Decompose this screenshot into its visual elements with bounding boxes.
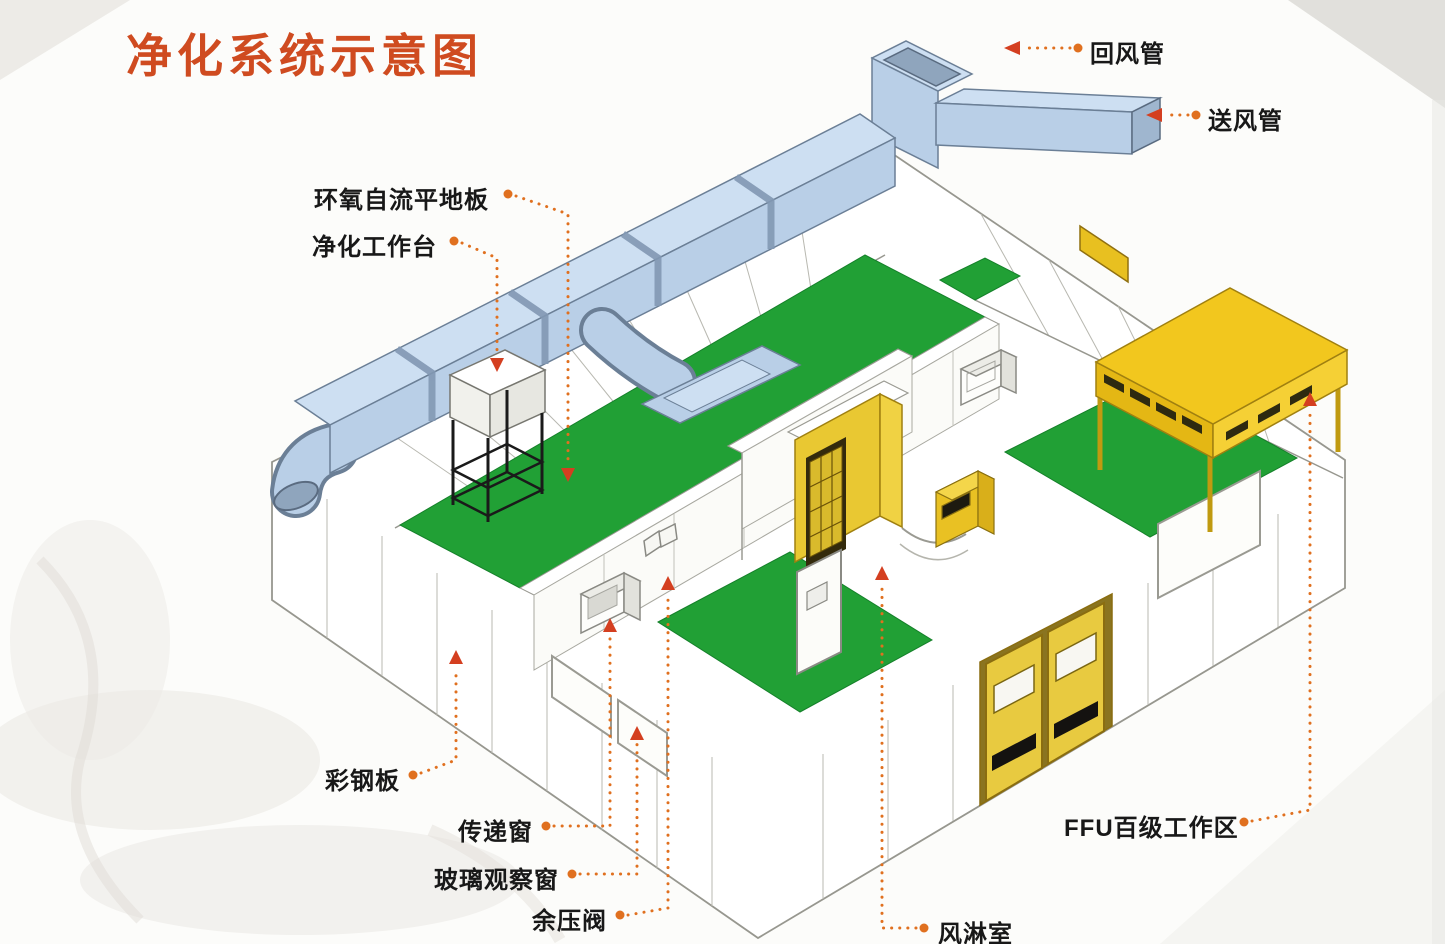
ducts: [270, 40, 1163, 518]
intercom-box: [959, 348, 1018, 407]
arrow-left-icon: [1146, 108, 1162, 122]
label-epoxy-floor: 环氧自流平地板: [314, 187, 489, 214]
annotations: [408, 41, 1317, 933]
transfer-window-box: [579, 571, 642, 635]
label-residual-pressure-valve: 余压阀: [532, 908, 607, 935]
arrow-up-icon: [875, 566, 889, 580]
leader-residual-pressure-valve: [626, 592, 670, 917]
ffu-vent-slots: [1104, 374, 1312, 441]
label-air-shower: 风淋室: [938, 921, 1013, 944]
label-ffu-area: FFU百级工作区: [1064, 815, 1239, 842]
curved-wall: [899, 527, 969, 561]
interior-door: [796, 548, 842, 676]
label-return-duct: 回风管: [1090, 41, 1165, 68]
label-glass-observation-window: 玻璃观察窗: [434, 867, 559, 894]
air-shower-unit: [786, 380, 910, 570]
leader-dots: [408, 43, 1249, 933]
page-title: 净化系统示意图: [126, 30, 483, 82]
floor-middle-room: [657, 551, 933, 713]
arrow-down-icon: [561, 468, 575, 482]
main-duct-elbow: [270, 423, 359, 518]
duct-flanges: [395, 174, 775, 421]
right-wall-window: [1157, 469, 1261, 600]
leader-lines: [419, 46, 1312, 930]
pressure-valve: [643, 522, 678, 558]
arrow-down-icon: [490, 358, 504, 372]
duct-branch-diffuser: [579, 307, 802, 424]
leader-arrows: [449, 41, 1317, 740]
arrow-up-icon: [661, 576, 675, 590]
label-clean-workbench: 净化工作台: [312, 234, 437, 261]
workbench: [448, 349, 547, 522]
label-supply-duct: 送风管: [1208, 108, 1283, 135]
arrow-up-icon: [449, 650, 463, 664]
arrow-up-icon: [630, 726, 644, 740]
leader-transfer-window: [552, 634, 612, 828]
wall-vent: [1079, 224, 1129, 284]
air-shower-double-doors: [979, 592, 1113, 807]
label-color-steel-panel: 彩钢板: [325, 768, 400, 795]
arrow-left-icon: [1004, 41, 1020, 55]
floor-back-strip: [938, 257, 1022, 301]
label-transfer-window: 传递窗: [458, 819, 533, 846]
arrow-up-icon: [1303, 392, 1317, 406]
leader-glass-observation-window: [578, 742, 639, 876]
leader-color-steel-panel: [419, 666, 458, 775]
mini-cabinet: [934, 470, 996, 548]
arrow-up-icon: [603, 618, 617, 632]
supply-duct: [933, 88, 1163, 155]
ffu-canopy: [1094, 287, 1349, 532]
leader-air-shower: [880, 582, 918, 930]
